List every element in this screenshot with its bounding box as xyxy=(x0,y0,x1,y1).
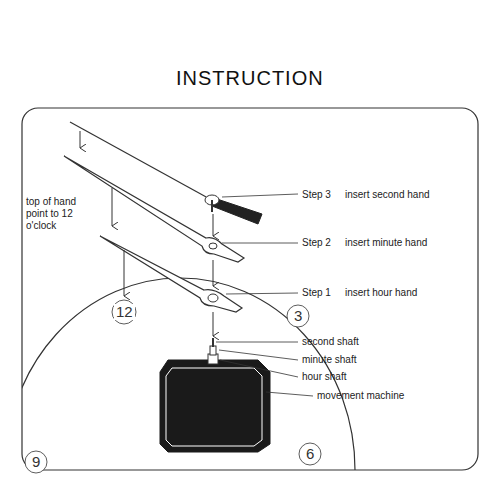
part-label: minute shaft xyxy=(302,354,356,366)
step-text: insert hour hand xyxy=(345,287,417,299)
guide-arrow xyxy=(80,131,213,336)
step-label: Step 1 xyxy=(302,287,331,299)
step-text: insert second hand xyxy=(345,189,430,201)
second-hand xyxy=(70,122,262,224)
frame xyxy=(22,108,478,470)
step-text: insert minute hand xyxy=(345,237,427,249)
hour-hand xyxy=(100,236,242,312)
clock-numeral: 12 xyxy=(114,304,135,320)
minute-hand xyxy=(64,156,244,262)
part-label: second shaft xyxy=(302,336,359,348)
leader-line xyxy=(216,194,313,396)
part-label: hour shaft xyxy=(302,371,346,383)
movement-machine xyxy=(160,338,270,452)
clock-numeral: 9 xyxy=(30,454,42,470)
step-label: Step 3 xyxy=(302,189,331,201)
title: INSTRUCTION xyxy=(176,66,324,90)
part-label: movement machine xyxy=(317,390,404,402)
clock-numeral: 6 xyxy=(304,446,316,462)
clock-face xyxy=(22,278,355,470)
clock-numeral: 3 xyxy=(292,308,304,324)
note: top of hand point to 12 o'clock xyxy=(26,196,82,232)
step-label: Step 2 xyxy=(302,237,331,249)
